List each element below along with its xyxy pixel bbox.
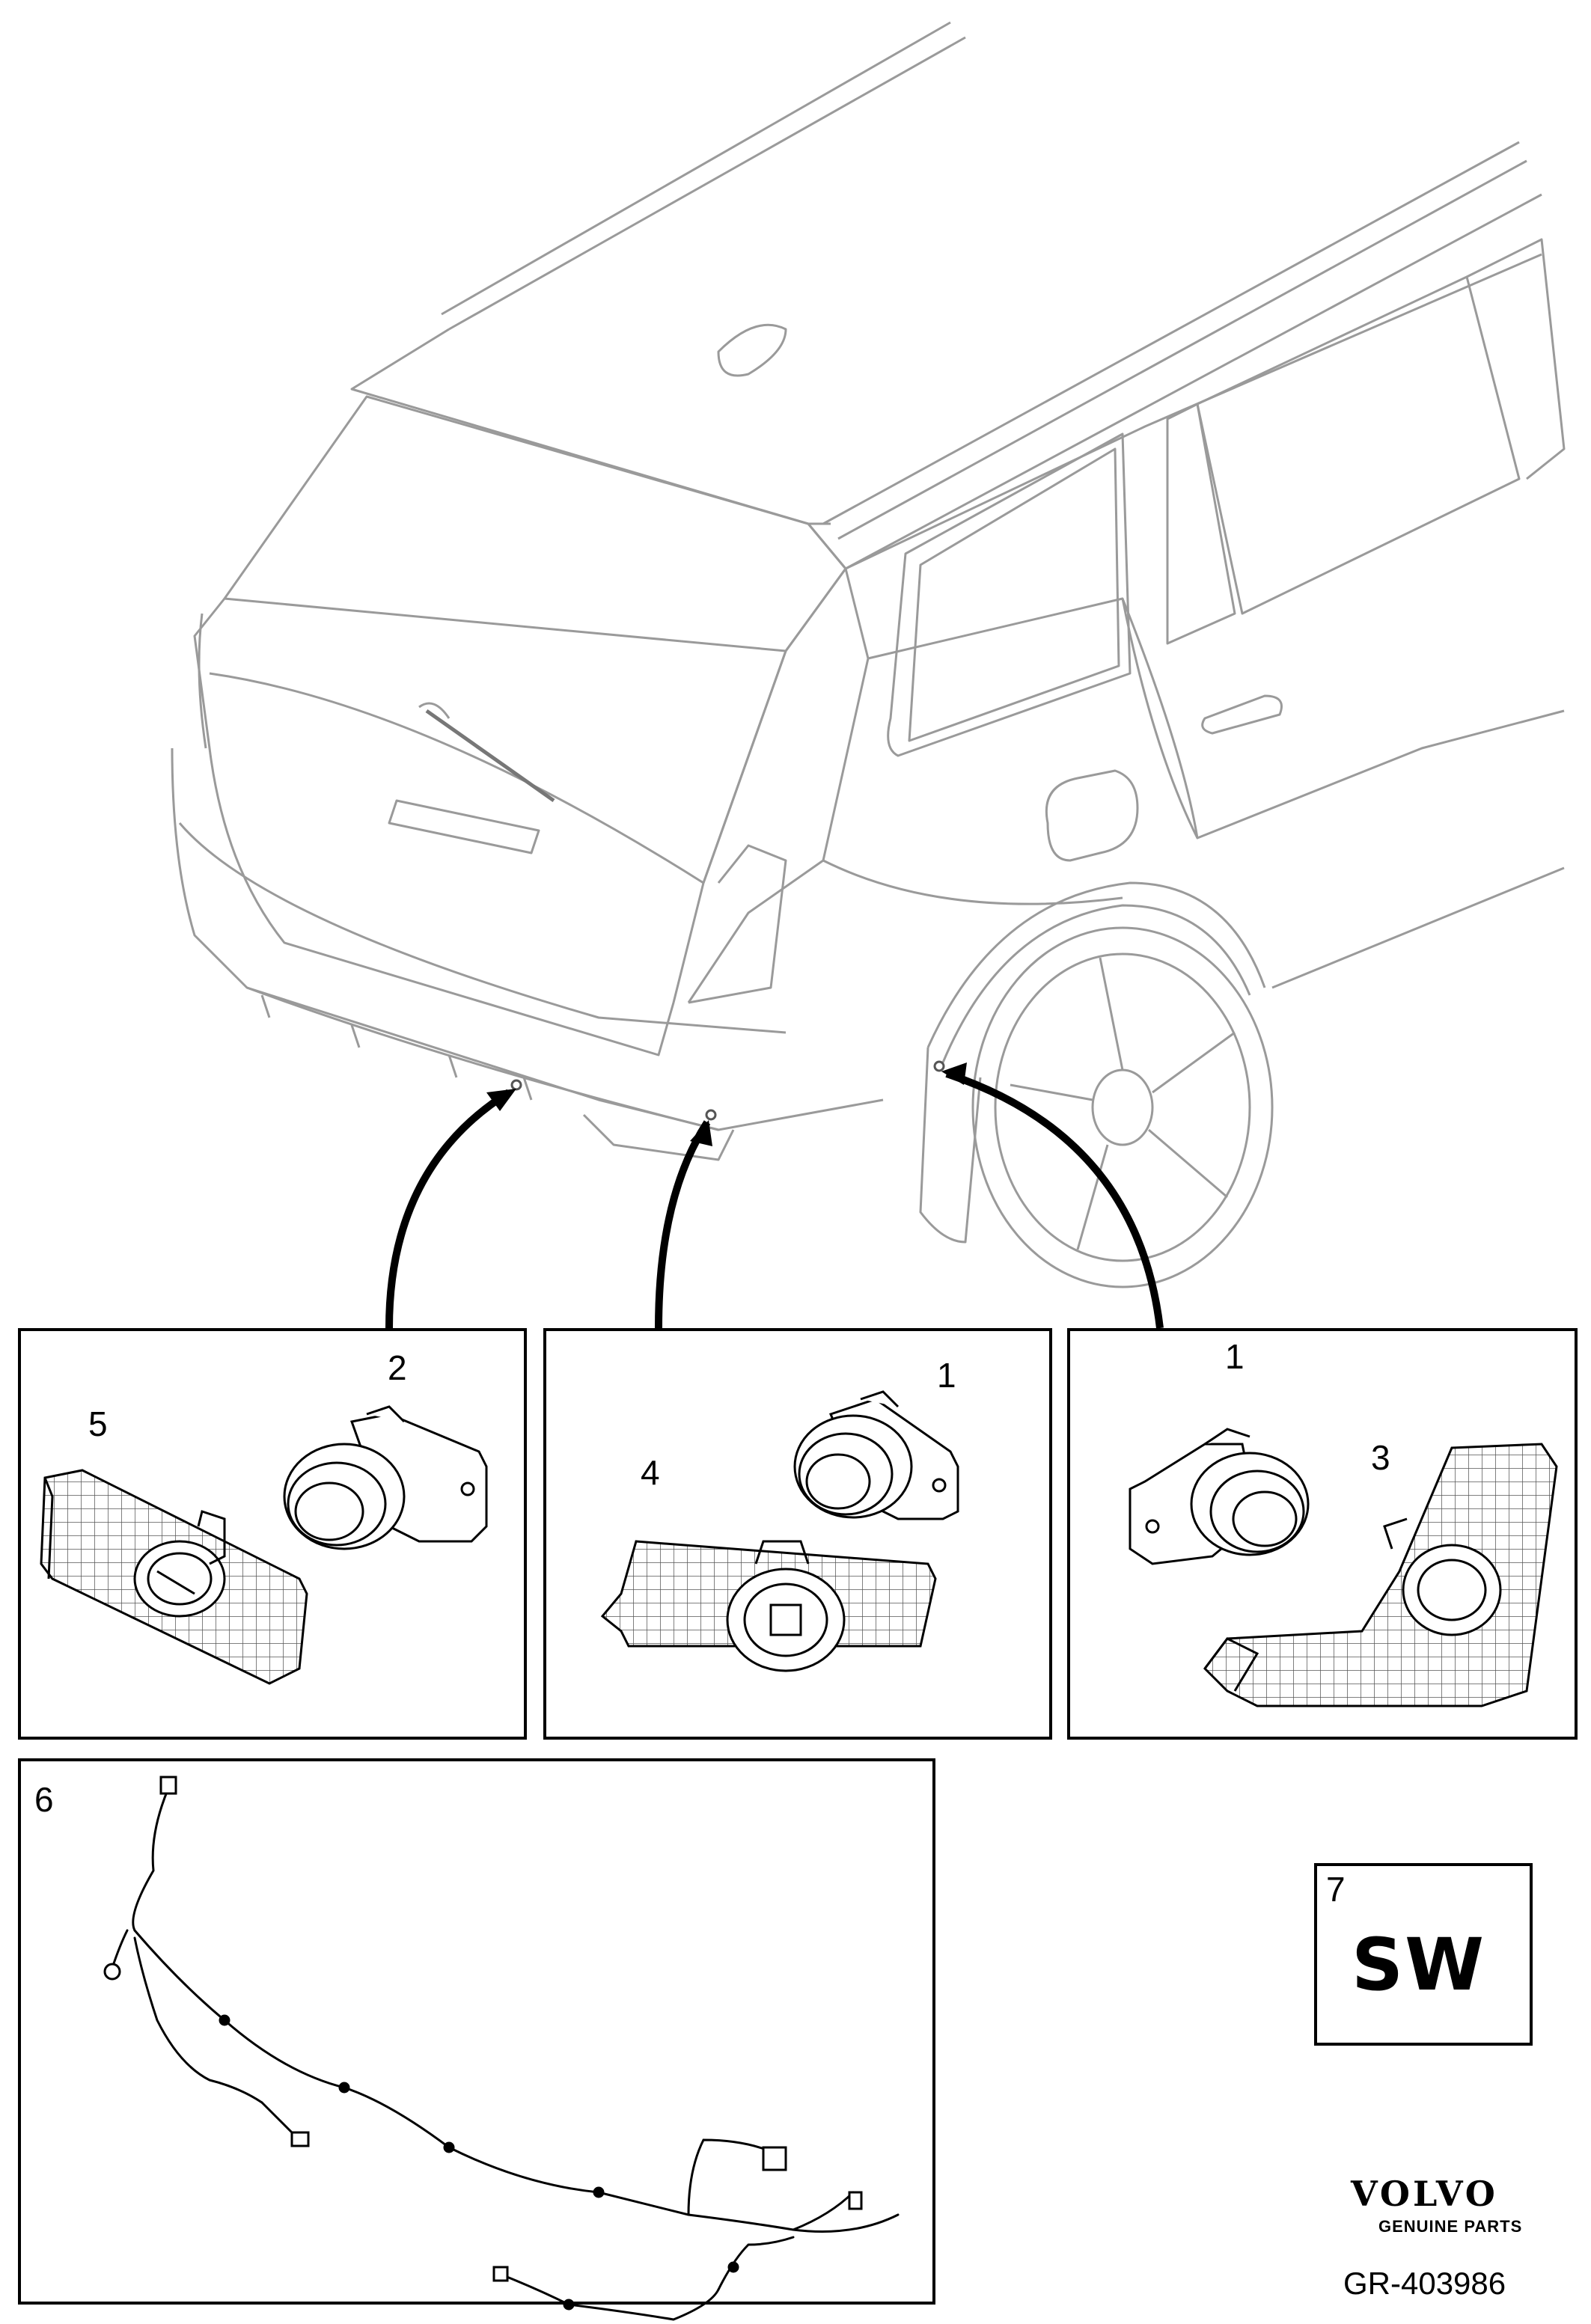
- sensor-1-right-drawing: [1129, 1428, 1310, 1565]
- callout-3: 3: [1371, 1438, 1390, 1477]
- reference-number: GR-403986: [1343, 2266, 1506, 2301]
- wiring-harness-6-drawing: [103, 1776, 900, 2321]
- bracket-3-drawing: [1203, 1443, 1558, 1707]
- detail-box-rear-left-sensor: [18, 1328, 527, 1740]
- detail-box-wiring-harness: [18, 1758, 935, 2305]
- callout-2: 2: [388, 1348, 407, 1387]
- callout-7: 7: [1326, 1870, 1346, 1909]
- callout-5: 5: [88, 1404, 108, 1443]
- callout-4: 4: [641, 1453, 660, 1492]
- bracket-5-drawing: [40, 1469, 308, 1685]
- detail-box-rear-center-sensor: [543, 1328, 1052, 1740]
- bracket-4-drawing: [600, 1540, 937, 1672]
- callout-1-right: 1: [1225, 1337, 1245, 1376]
- pointer-arrows: [385, 1070, 1164, 1329]
- software-box: [1314, 1863, 1533, 2046]
- volvo-logo-text: VOLVO: [1351, 2174, 1498, 2214]
- callout-6: 6: [34, 1780, 54, 1819]
- software-label: SW: [1352, 1923, 1486, 2007]
- genuine-parts-text: GENUINE PARTS: [1378, 2217, 1523, 2236]
- sensor-1-center-drawing: [793, 1390, 959, 1520]
- car-outline: [171, 21, 1566, 1288]
- detail-box-front-sensor: [1067, 1328, 1578, 1740]
- callout-1-center: 1: [937, 1356, 956, 1395]
- sensor-2-drawing: [283, 1405, 488, 1550]
- arrow-heads: [486, 1062, 967, 1146]
